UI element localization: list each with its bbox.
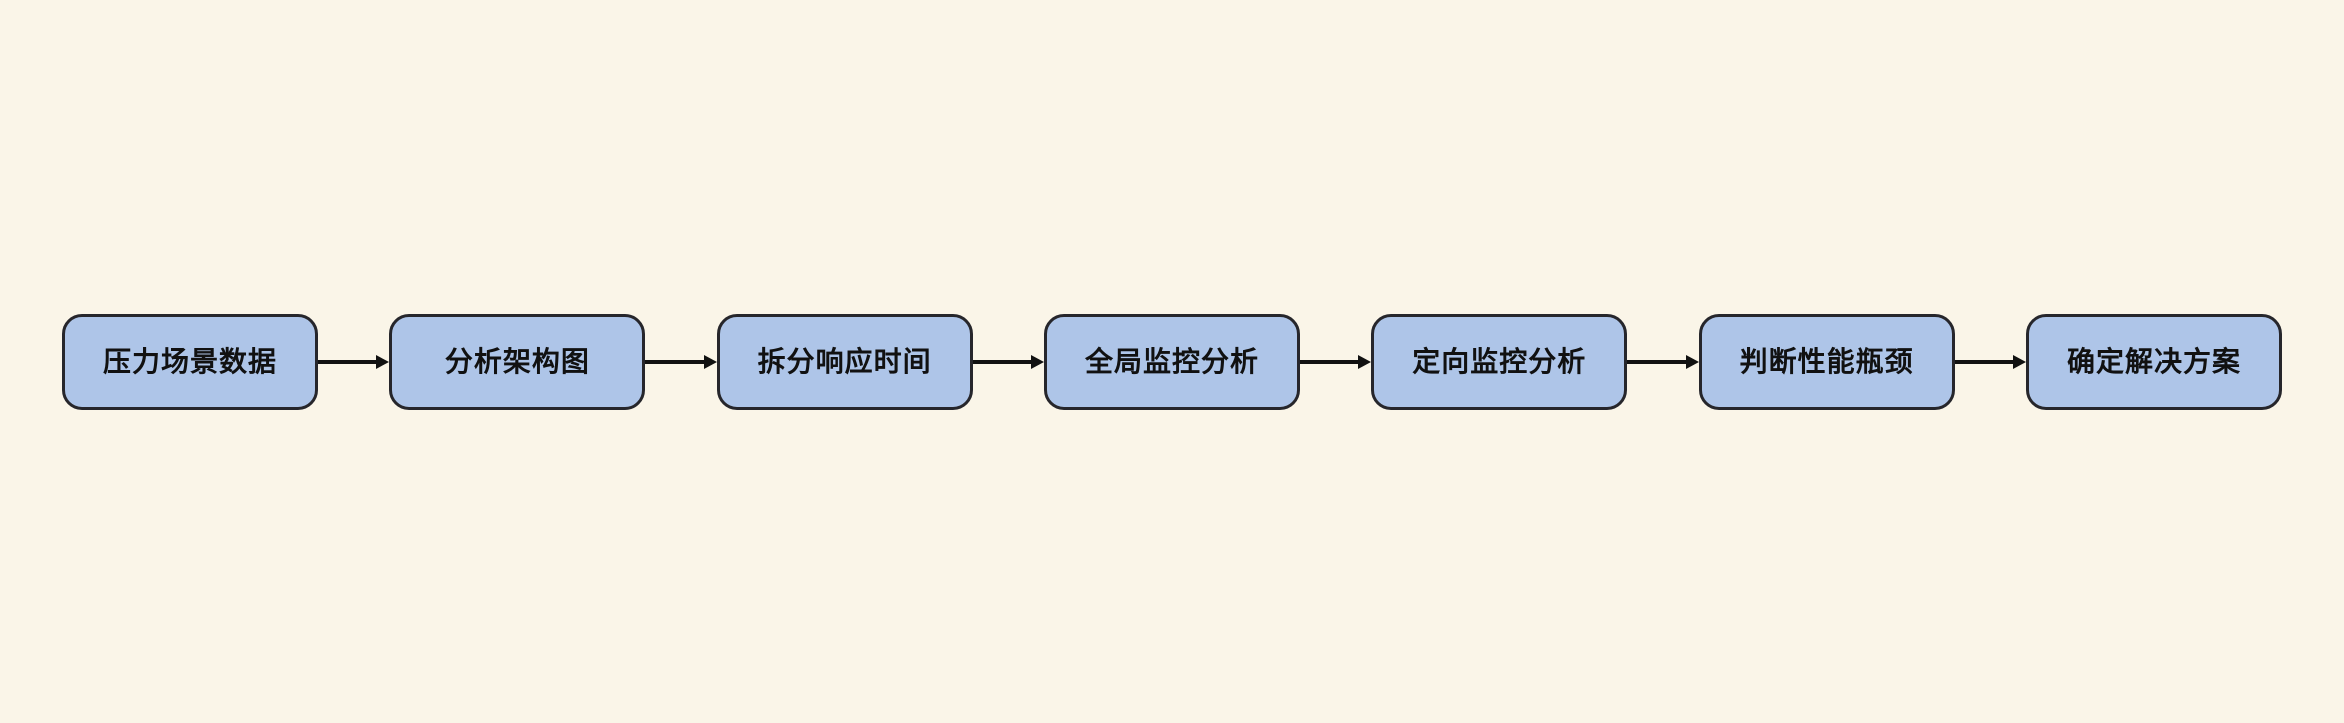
arrow-line <box>1627 359 1687 364</box>
arrow-right-icon <box>645 354 717 370</box>
flow-node-label: 确定解决方案 <box>2066 345 2241 377</box>
flow-node-label: 压力场景数据 <box>102 345 277 377</box>
arrow-head-icon <box>1685 354 1699 369</box>
arrow-head-icon <box>703 354 717 369</box>
arrow-right-icon <box>972 354 1044 370</box>
flow-node-targeted-monitoring-analysis: 定向监控分析 <box>1371 313 1628 410</box>
flow-node-split-response-time: 拆分响应时间 <box>716 313 973 410</box>
arrow-right-icon <box>1299 354 1372 370</box>
flow-node-label: 拆分响应时间 <box>757 345 932 377</box>
flow-node-determine-solution: 确定解决方案 <box>2025 313 2282 410</box>
flow-node-label: 判断性能瓶颈 <box>1739 345 1914 377</box>
flow-row: 压力场景数据 分析架构图 拆分响应时间 全局监控分析 定向监控分 <box>0 313 2344 410</box>
arrow-line <box>1954 359 2014 364</box>
flow-node-label: 分析架构图 <box>444 345 590 377</box>
flow-node-analyze-architecture: 分析架构图 <box>389 313 646 410</box>
arrow-head-icon <box>1030 354 1044 369</box>
arrow-right-icon <box>318 354 390 370</box>
arrow-line <box>318 359 378 364</box>
arrow-right-icon <box>1954 354 2026 370</box>
arrow-line <box>1299 359 1360 364</box>
flow-node-global-monitoring-analysis: 全局监控分析 <box>1043 313 1300 410</box>
flow-node-identify-performance-bottleneck: 判断性能瓶颈 <box>1698 313 1955 410</box>
arrow-line <box>972 359 1032 364</box>
arrow-head-icon <box>376 354 390 369</box>
arrow-head-icon <box>2012 354 2026 369</box>
arrow-line <box>645 359 705 364</box>
arrow-head-icon <box>1358 354 1372 369</box>
flow-node-label: 定向监控分析 <box>1412 345 1587 377</box>
arrow-right-icon <box>1627 354 1699 370</box>
flow-node-label: 全局监控分析 <box>1084 345 1259 377</box>
flow-node-pressure-scenario-data: 压力场景数据 <box>62 313 318 410</box>
